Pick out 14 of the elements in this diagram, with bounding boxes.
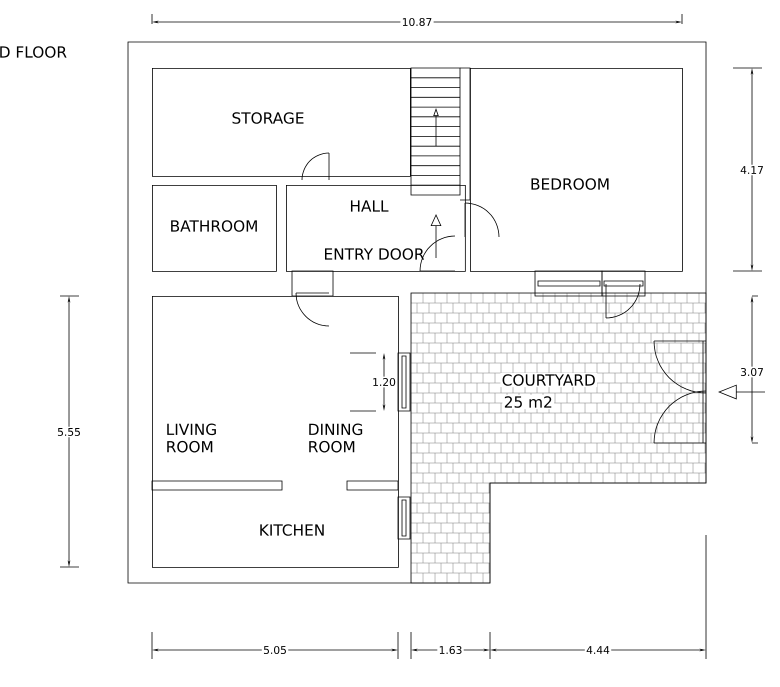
dimension-label: 5.55 [56, 426, 82, 438]
dimension-label: 4.44 [584, 644, 612, 656]
dimension-label: 1.63 [437, 644, 464, 656]
dimension-label: 4.17 [738, 164, 766, 176]
dimension-label: 1.20 [370, 376, 398, 388]
room: STORAGE [152, 68, 411, 177]
room: BATHROOM [152, 185, 277, 272]
room: BEDROOM [470, 68, 683, 272]
dimension-label: 3.07 [738, 366, 766, 378]
dimension-label: 5.05 [262, 644, 288, 656]
floor-title: D FLOOR [0, 46, 67, 58]
room: HALL ENTRY DOOR [286, 185, 466, 272]
dimension-label: 10.87 [400, 16, 434, 28]
courtyard-area: COURTYARD 25 m2 [410, 292, 706, 584]
